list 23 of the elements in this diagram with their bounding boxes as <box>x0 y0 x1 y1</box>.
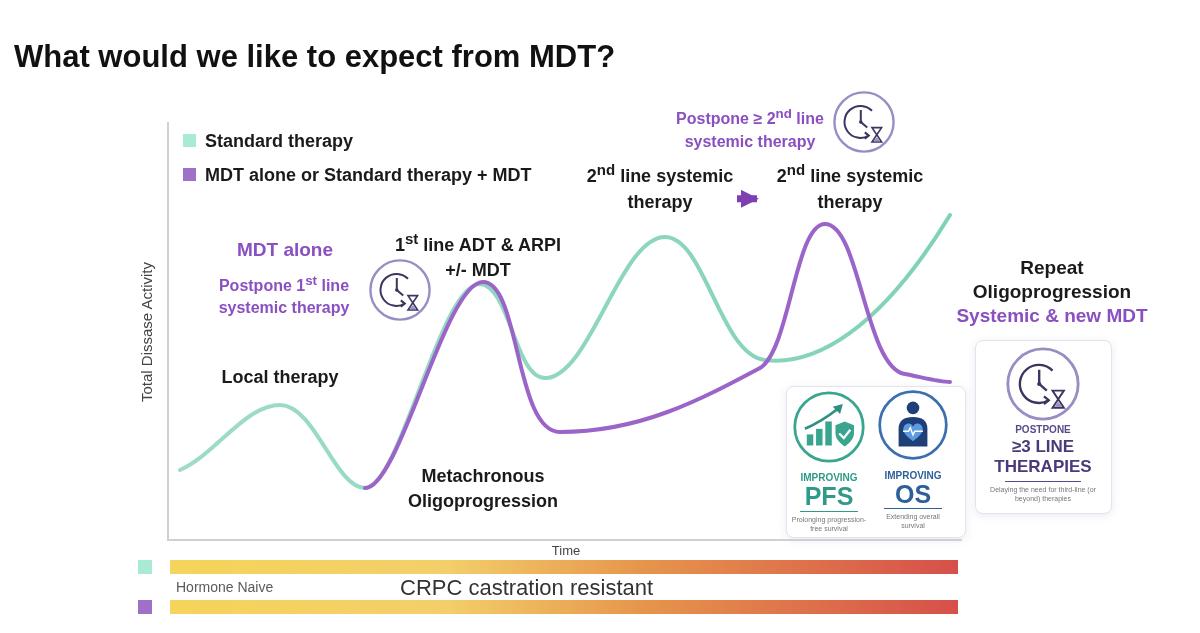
phase-label: 1$^{st}$ line ADT & ARPI +/- MDT <box>393 229 562 282</box>
caption-text: IMPROVING <box>883 470 943 482</box>
phase-label: Metachronous Oligoprogression <box>407 465 559 513</box>
annotation-text: Postpone ≥ 2$^{nd}$ line systemic therapy <box>675 105 825 153</box>
slide-title: What would we like to expect from MDT? <box>14 38 616 76</box>
axis-title: Total Dissase Activity <box>138 262 156 403</box>
therapy-label: 2$^{nd}$ line systemic therapy <box>775 157 925 215</box>
therapy-label: 2$^{nd}$ line systemic therapy <box>585 157 735 215</box>
phase-label: Local therapy <box>220 366 340 389</box>
axis-title: Time <box>550 543 582 559</box>
metric-heading: ≥3 LINE THERAPIES <box>993 437 1093 477</box>
caption-text: POSTPONE <box>1014 424 1072 436</box>
metric-heading: OS <box>893 481 933 507</box>
phase-label: Repeat Oligoprogression <box>971 256 1133 304</box>
legend-text: Standard therapy <box>205 130 354 153</box>
bar-label: Hormone Naive <box>176 579 274 597</box>
metric-heading: PFS <box>803 483 855 510</box>
annotation-text: Postpone 1$^{st}$ line systemic therapy <box>217 272 351 319</box>
annotation-text: Systemic & new MDT <box>955 304 1149 328</box>
annotation-heading: MDT alone <box>235 238 335 262</box>
legend-text: MDT alone or Standard therapy + MDT <box>205 164 532 187</box>
bar-label: CRPC castration resistant <box>400 574 654 602</box>
caption-text: IMPROVING <box>799 472 859 484</box>
